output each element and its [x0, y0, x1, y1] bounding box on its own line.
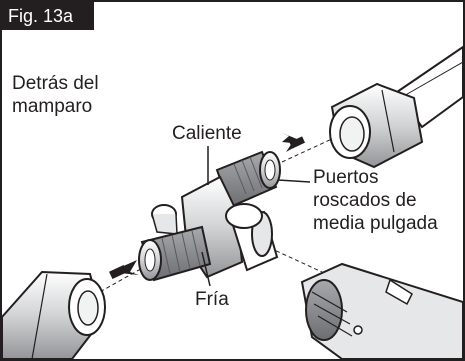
ports-label-line3: media pulgada: [313, 213, 438, 234]
diverter-valve: [300, 262, 463, 359]
figure-tab-label: Fig. 13a: [2, 2, 94, 30]
ports-label-line1: Puertos: [313, 167, 379, 188]
guide-line-valve: [256, 241, 323, 273]
cold-label: Fría: [195, 289, 229, 310]
behind-wall-label-line2: mamparo: [12, 96, 93, 117]
tee-fitting: [138, 150, 281, 282]
hot-label: Caliente: [172, 123, 242, 144]
hot-hose-nut: [329, 82, 424, 169]
ports-leader-line: [277, 179, 311, 183]
behind-wall-label-line1: Detrás del: [12, 73, 99, 94]
cold-hose-nut: [2, 270, 106, 359]
ports-label-line2: roscados de: [313, 190, 417, 211]
cold-leader-line: [201, 251, 211, 287]
